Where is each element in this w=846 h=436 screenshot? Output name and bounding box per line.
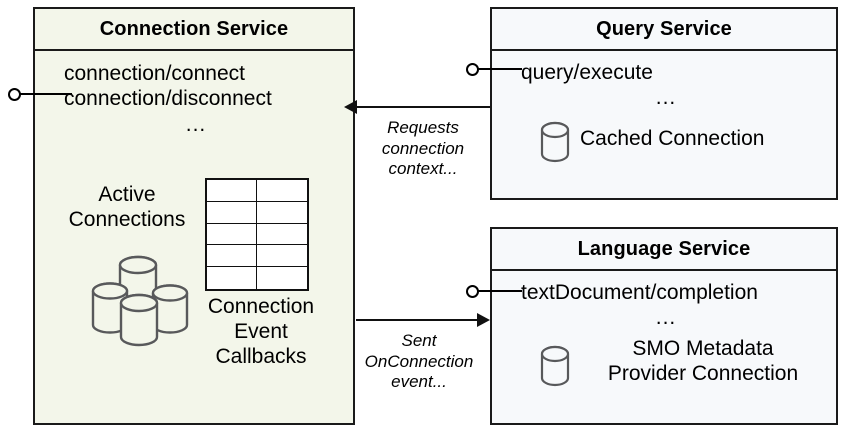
grid-cell bbox=[257, 245, 307, 268]
connection-service-header: Connection Service bbox=[35, 9, 353, 51]
language-service-title: Language Service bbox=[577, 238, 751, 260]
arrow-head-left-icon bbox=[344, 100, 357, 114]
interface-stem bbox=[20, 93, 72, 95]
smo-metadata-provider-connection-label: SMO Metadata Provider Connection bbox=[607, 337, 799, 385]
query-service-title: Query Service bbox=[596, 18, 732, 40]
cached-connection-label: Cached Connection bbox=[580, 127, 765, 150]
method-connection-connect[interactable]: connection/connect bbox=[64, 62, 245, 85]
grid-cell bbox=[257, 267, 307, 289]
grid-cell bbox=[257, 224, 307, 246]
connector-label-requests-connection-context: Requests connection context... bbox=[381, 118, 465, 179]
provided-interface-connection-service[interactable] bbox=[8, 88, 72, 102]
query-service-body: query/execute ... Cached Connection bbox=[492, 51, 836, 198]
connector-label-sent-onconnection-event: Sent OnConnection event... bbox=[364, 331, 474, 392]
arrow-head-right-icon bbox=[477, 313, 490, 327]
component-language-service[interactable]: Language Service textDocument/completion… bbox=[490, 227, 838, 425]
connector-line bbox=[356, 106, 490, 108]
connection-service-body: connection/connect connection/disconnect… bbox=[35, 51, 353, 423]
method-query-execute[interactable]: query/execute bbox=[521, 61, 653, 84]
connection-service-title: Connection Service bbox=[99, 18, 289, 40]
grid-cell bbox=[207, 267, 257, 289]
query-service-methods-ellipsis: ... bbox=[655, 86, 677, 109]
connector-line bbox=[356, 319, 478, 321]
interface-stem bbox=[478, 290, 522, 292]
connection-service-methods-ellipsis: ... bbox=[185, 113, 207, 136]
database-icon bbox=[540, 345, 570, 387]
grid-cell bbox=[207, 245, 257, 268]
method-connection-disconnect[interactable]: connection/disconnect bbox=[64, 87, 272, 110]
table-grid-icon bbox=[205, 178, 309, 291]
grid-cell bbox=[207, 180, 257, 202]
database-icon bbox=[540, 121, 570, 163]
database-cluster-icon bbox=[83, 241, 199, 347]
interface-stem bbox=[478, 68, 522, 70]
query-service-header: Query Service bbox=[492, 9, 836, 51]
language-service-methods-ellipsis: ... bbox=[655, 306, 677, 329]
grid-cell bbox=[257, 180, 307, 202]
component-query-service[interactable]: Query Service query/execute ... Cached C… bbox=[490, 7, 838, 200]
active-connections-label: Active Connections bbox=[68, 183, 186, 231]
method-textdocument-completion[interactable]: textDocument/completion bbox=[521, 281, 758, 304]
connection-event-callbacks-label: Connection Event Callbacks bbox=[207, 295, 315, 368]
grid-cell bbox=[207, 201, 257, 224]
grid-cell bbox=[207, 223, 257, 246]
provided-interface-query-service[interactable] bbox=[466, 63, 522, 77]
language-service-header: Language Service bbox=[492, 229, 836, 271]
provided-interface-language-service[interactable] bbox=[466, 285, 522, 299]
component-connection-service[interactable]: Connection Service connection/connect co… bbox=[33, 7, 355, 425]
grid-cell bbox=[257, 202, 307, 224]
language-service-body: textDocument/completion ... SMO Metadata… bbox=[492, 271, 836, 423]
